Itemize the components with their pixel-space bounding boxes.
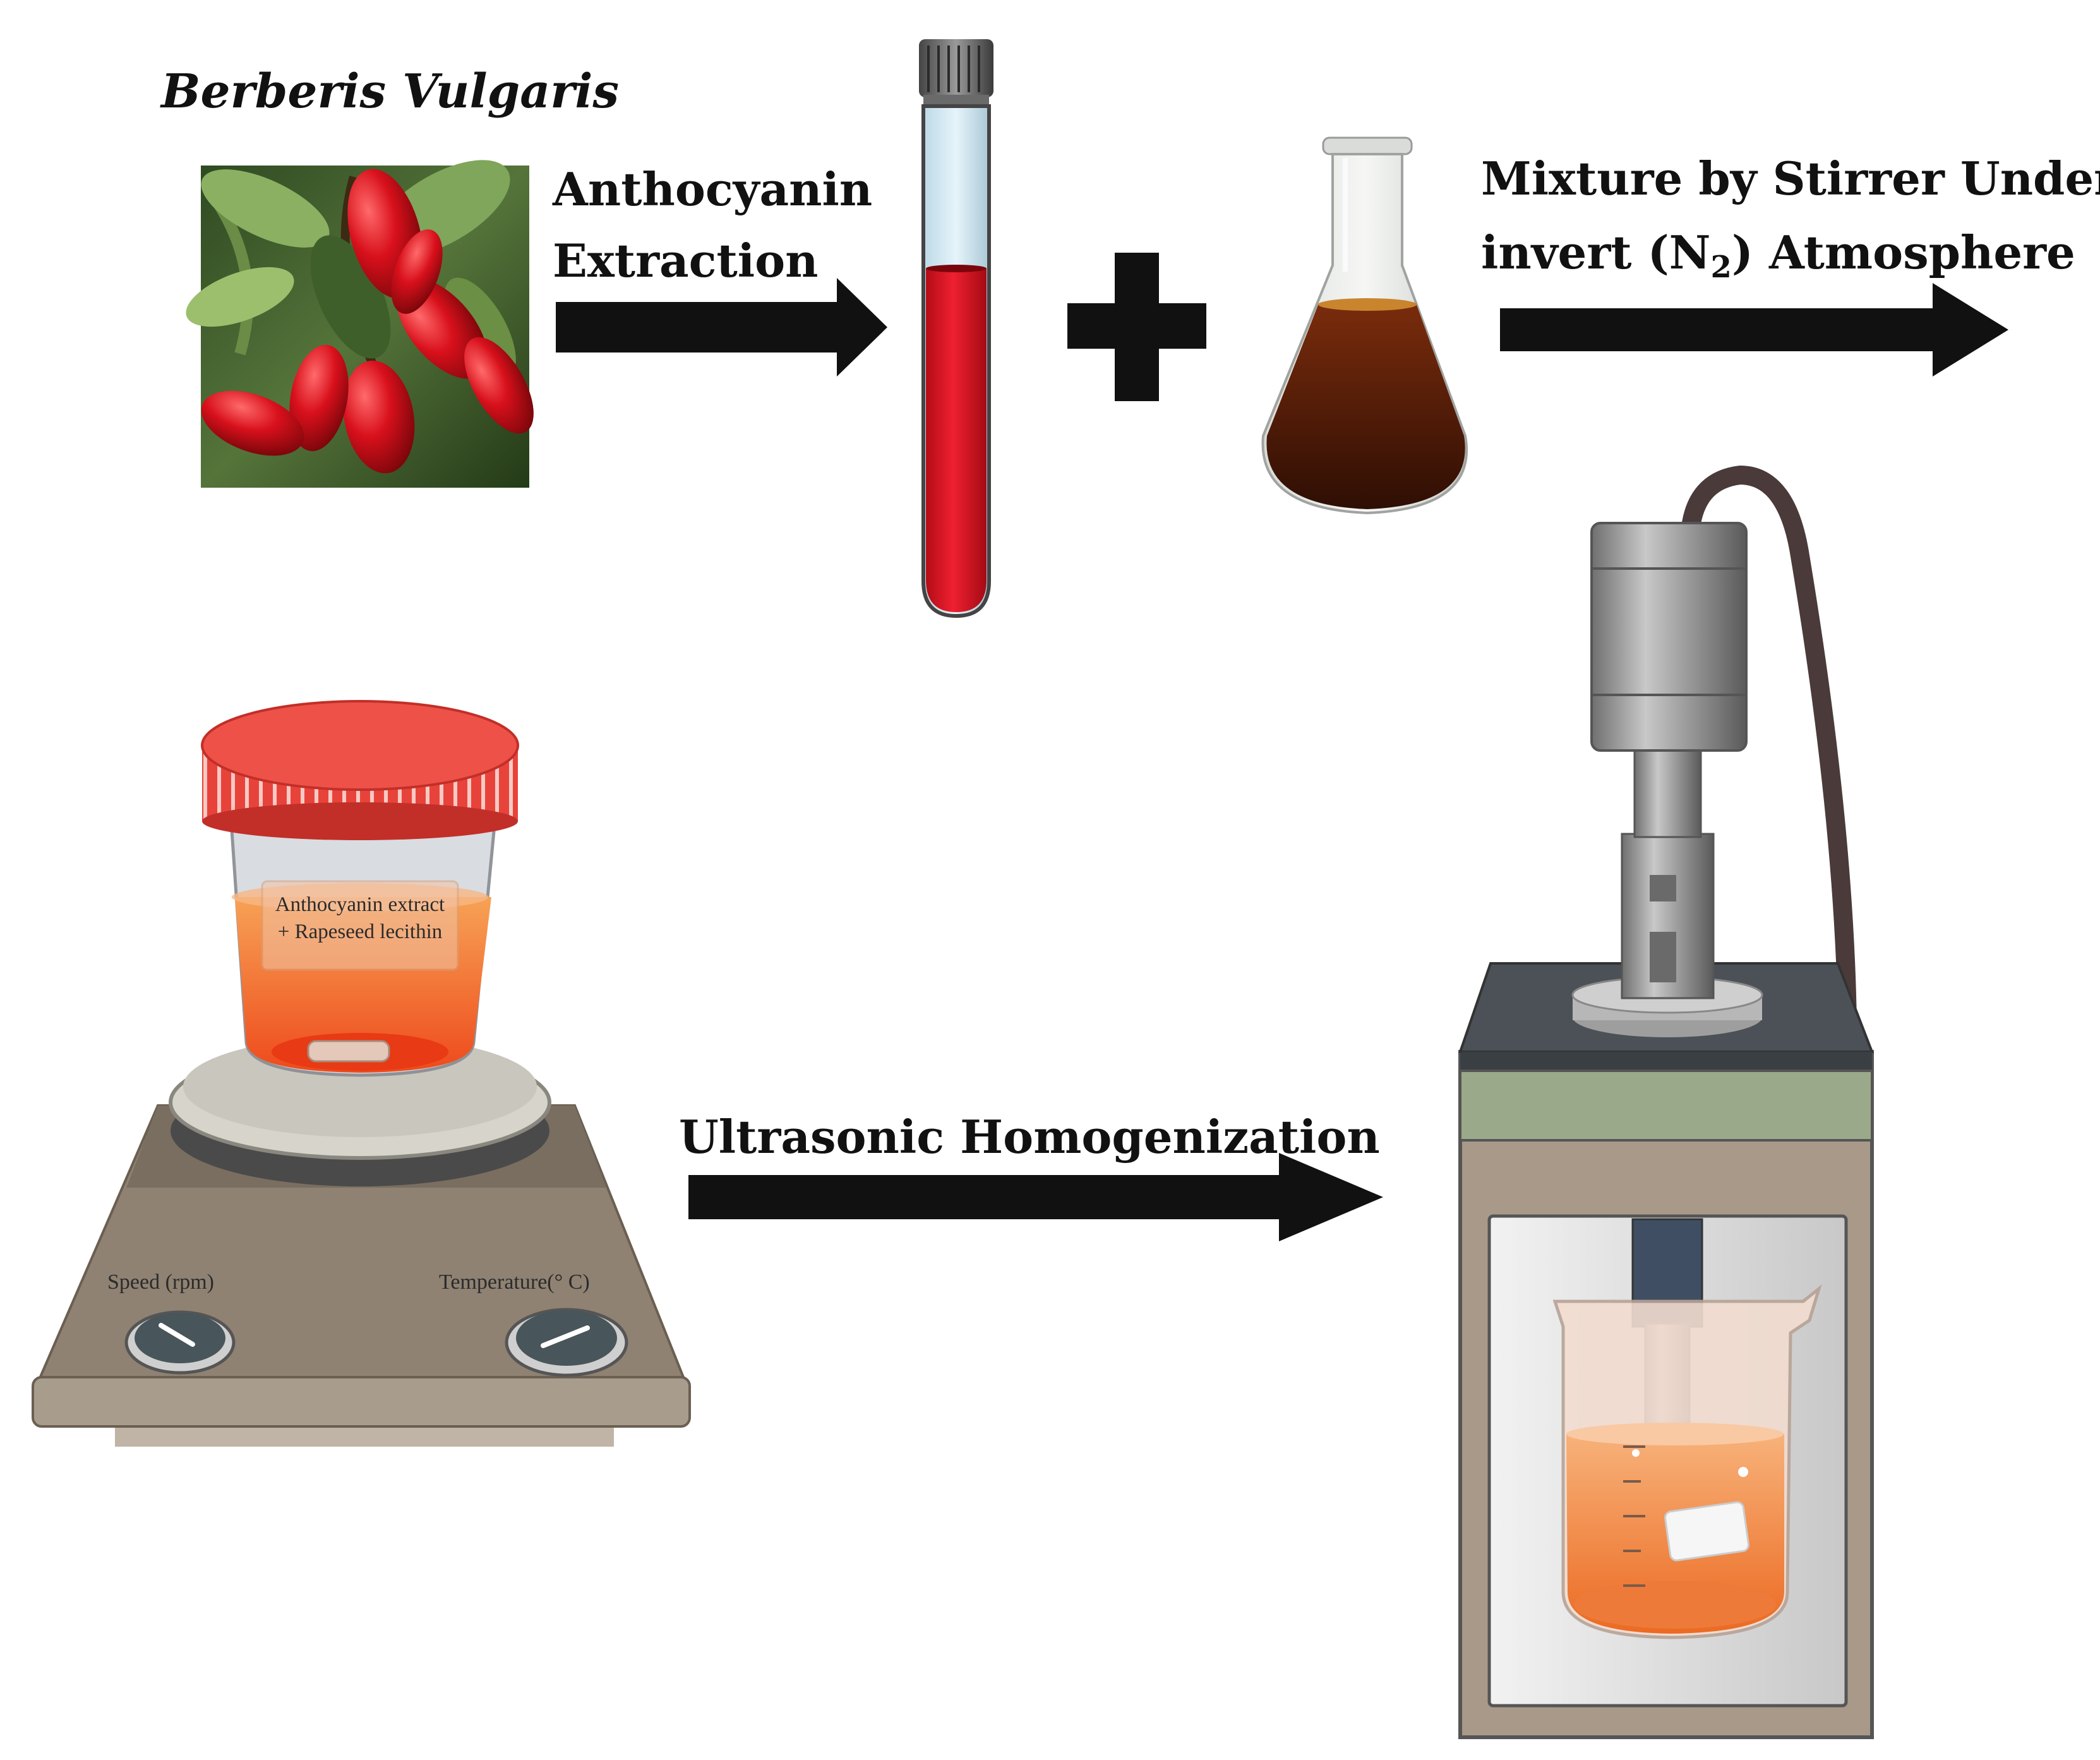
plus-sign xyxy=(1067,253,1206,401)
berberis-photo xyxy=(186,160,534,488)
test-tube-extract xyxy=(919,39,993,618)
plant-name-label: Berberis Vulgaris xyxy=(160,64,619,119)
temperature-knob-label: Temperature(° C) xyxy=(439,1270,590,1294)
jar-label-line1: Anthocyanin extract xyxy=(275,893,445,916)
arrow-mixture xyxy=(1500,283,2008,377)
sample-jar xyxy=(201,700,519,1077)
jar-label-line2: + Rapeseed lecithin xyxy=(278,920,443,943)
extraction-label-line2: Extraction xyxy=(553,234,818,287)
ultrasonic-homogenizer xyxy=(1458,465,1874,1739)
speed-knob-label: Speed (rpm) xyxy=(107,1270,214,1294)
extraction-label-line1: Anthocyanin xyxy=(552,162,872,216)
arrow-extraction xyxy=(556,278,887,377)
mixture-label-line1: Mixture by Stirrer Under xyxy=(1481,152,2100,205)
magnetic-stirrer xyxy=(32,1036,691,1447)
mixture-label-line2: invert (N2) Atmosphere xyxy=(1481,226,2075,285)
flask-oil xyxy=(1261,136,1468,515)
arrow-homogenization xyxy=(688,1153,1383,1241)
homogenization-label: Ultrasonic Homogenization xyxy=(679,1110,1380,1164)
